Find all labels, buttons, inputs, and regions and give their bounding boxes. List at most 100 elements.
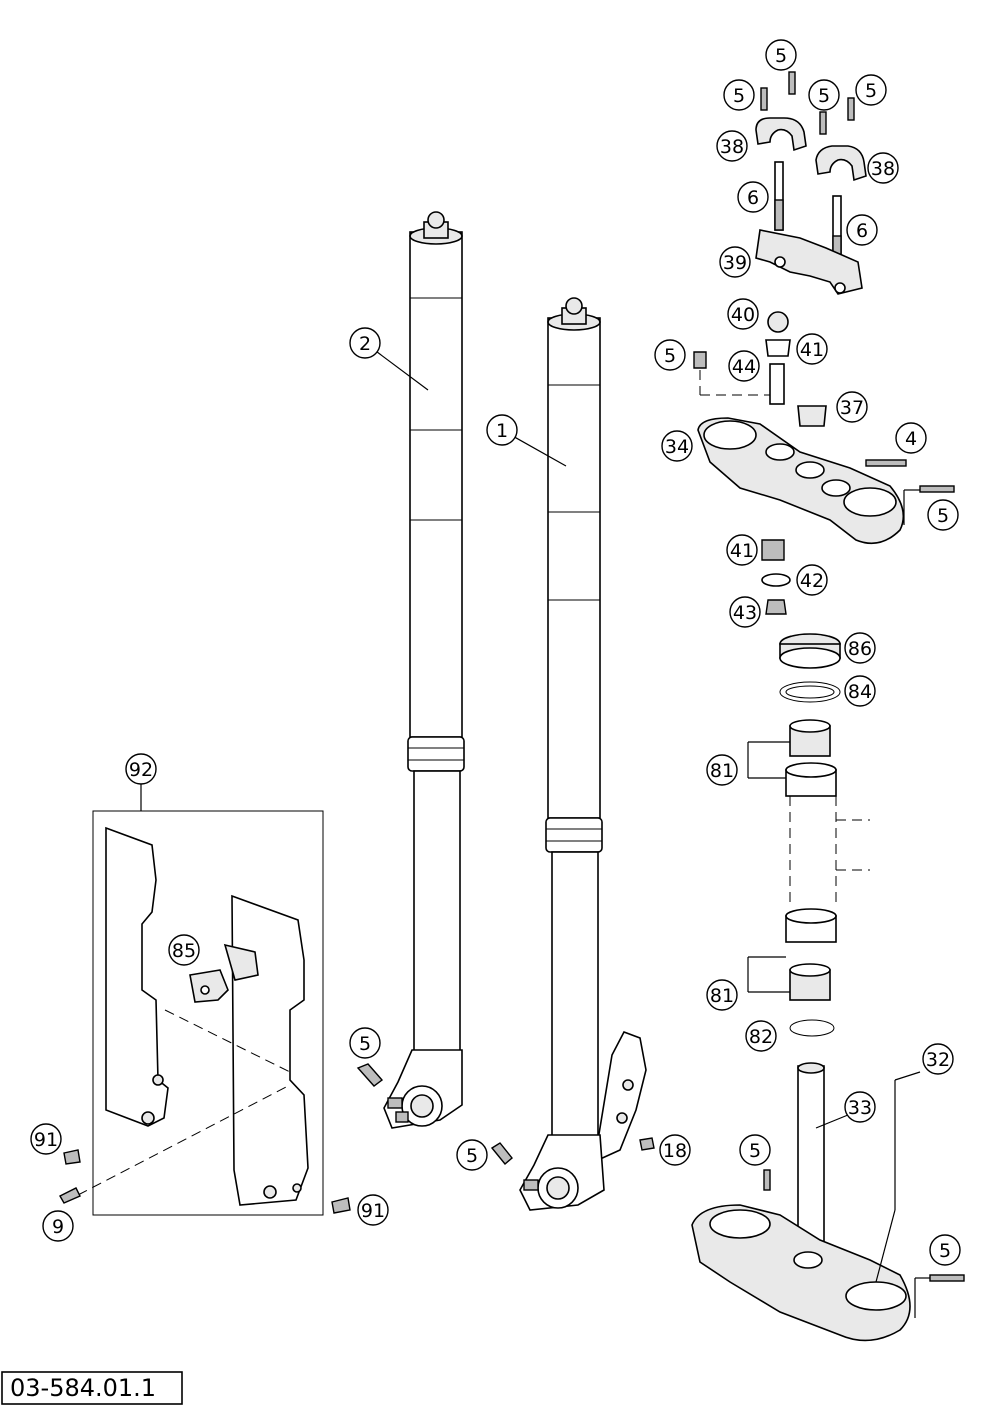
- callout-number: 41: [730, 540, 754, 562]
- callout-number: 91: [34, 1129, 58, 1151]
- callout-circle: [836, 391, 868, 423]
- callout-c7: 6: [737, 181, 769, 213]
- callout-c27: 33: [844, 1091, 876, 1123]
- callout-c19: 42: [796, 564, 828, 596]
- callout-number: 92: [129, 759, 153, 781]
- document-number-box: 03-584.01.1: [1, 1371, 183, 1405]
- callout-circle: [706, 754, 738, 786]
- callout-number: 41: [800, 339, 824, 361]
- callout-c8: 6: [846, 214, 878, 246]
- callout-c25: 82: [745, 1020, 777, 1052]
- callout-c9: 39: [719, 246, 751, 278]
- callout-c39: 91: [357, 1194, 389, 1226]
- callout-circle: [125, 753, 157, 785]
- callout-number: 5: [359, 1033, 371, 1055]
- callout-c34: 5: [349, 1027, 381, 1059]
- callout-c22: 84: [844, 675, 876, 707]
- callout-number: 81: [710, 760, 734, 782]
- callout-number: 2: [359, 333, 371, 355]
- steering-stack: [747, 539, 870, 1037]
- callout-c21: 86: [844, 632, 876, 664]
- callout-number: 6: [856, 220, 868, 242]
- callout-circle: [927, 499, 959, 531]
- callout-circle: [357, 1194, 389, 1226]
- callout-circle: [844, 632, 876, 664]
- callout-number: 38: [871, 158, 895, 180]
- callout-c20: 43: [729, 596, 761, 628]
- callout-number: 5: [664, 345, 676, 367]
- callout-c3: 5: [808, 79, 840, 111]
- callout-number: 85: [172, 940, 196, 962]
- callout-number: 6: [747, 187, 759, 209]
- callout-number: 39: [723, 252, 747, 274]
- callout-number: 5: [749, 1140, 761, 1162]
- callout-circle: [30, 1123, 62, 1155]
- callout-c36: 18: [659, 1134, 691, 1166]
- callout-number: 5: [733, 85, 745, 107]
- callout-number: 1: [496, 420, 508, 442]
- callout-circle: [349, 327, 381, 359]
- callout-number: 86: [848, 638, 872, 660]
- callout-circle: [745, 1020, 777, 1052]
- callout-circle: [719, 246, 751, 278]
- callout-number: 33: [848, 1097, 872, 1119]
- callout-circle: [726, 534, 758, 566]
- callout-circle: [729, 596, 761, 628]
- callout-number: 34: [665, 436, 689, 458]
- callout-c37: 91: [30, 1123, 62, 1155]
- callout-c18: 41: [726, 534, 758, 566]
- callout-number: 84: [848, 681, 872, 703]
- callout-circle: [659, 1134, 691, 1166]
- callout-circle: [716, 130, 748, 162]
- callout-c14: 37: [836, 391, 868, 423]
- callout-c31: 1: [486, 414, 518, 446]
- callout-c33: 85: [168, 934, 200, 966]
- callout-circle: [728, 350, 760, 382]
- callout-circle: [929, 1234, 961, 1266]
- callout-circle: [349, 1027, 381, 1059]
- callout-c28: 5: [739, 1134, 771, 1166]
- callout-c5: 38: [716, 130, 748, 162]
- callout-c26: 32: [922, 1043, 954, 1075]
- document-number: 03-584.01.1: [10, 1374, 156, 1402]
- callout-c32: 92: [125, 753, 157, 785]
- callout-circle: [661, 430, 693, 462]
- callout-circle: [765, 39, 797, 71]
- lower-triple-clamp: [691, 1062, 965, 1342]
- callout-number: 42: [800, 570, 824, 592]
- callout-c11: 41: [796, 333, 828, 365]
- callout-circle: [168, 934, 200, 966]
- fork-protector-set: [59, 783, 351, 1216]
- callout-circle: [739, 1134, 771, 1166]
- callout-c23: 81: [706, 754, 738, 786]
- callout-number: 43: [733, 602, 757, 624]
- callout-number: 5: [466, 1145, 478, 1167]
- callout-number: 38: [720, 136, 744, 158]
- callout-circle: [486, 414, 518, 446]
- callout-number: 82: [749, 1026, 773, 1048]
- callout-number: 5: [939, 1240, 951, 1262]
- callout-number: 5: [818, 85, 830, 107]
- callout-circle: [855, 74, 887, 106]
- callout-number: 9: [52, 1216, 64, 1238]
- callout-circle: [723, 79, 755, 111]
- callout-circle: [808, 79, 840, 111]
- callout-number: 32: [926, 1049, 950, 1071]
- callout-circle: [844, 1091, 876, 1123]
- callout-c38: 9: [42, 1210, 74, 1242]
- callout-circle: [796, 333, 828, 365]
- callout-number: 5: [865, 80, 877, 102]
- callout-number: 37: [840, 397, 864, 419]
- callout-c6: 38: [867, 152, 899, 184]
- callout-number: 81: [710, 985, 734, 1007]
- callout-number: 91: [361, 1200, 385, 1222]
- callout-circle: [846, 214, 878, 246]
- callout-c30: 2: [349, 327, 381, 359]
- callout-c10: 40: [727, 298, 759, 330]
- callout-number: 4: [905, 428, 917, 450]
- fork-screws: [356, 1063, 655, 1165]
- upper-triple-clamp: [693, 311, 955, 545]
- callout-circle: [895, 422, 927, 454]
- callout-number: 44: [732, 356, 756, 378]
- callout-c12: 5: [654, 339, 686, 371]
